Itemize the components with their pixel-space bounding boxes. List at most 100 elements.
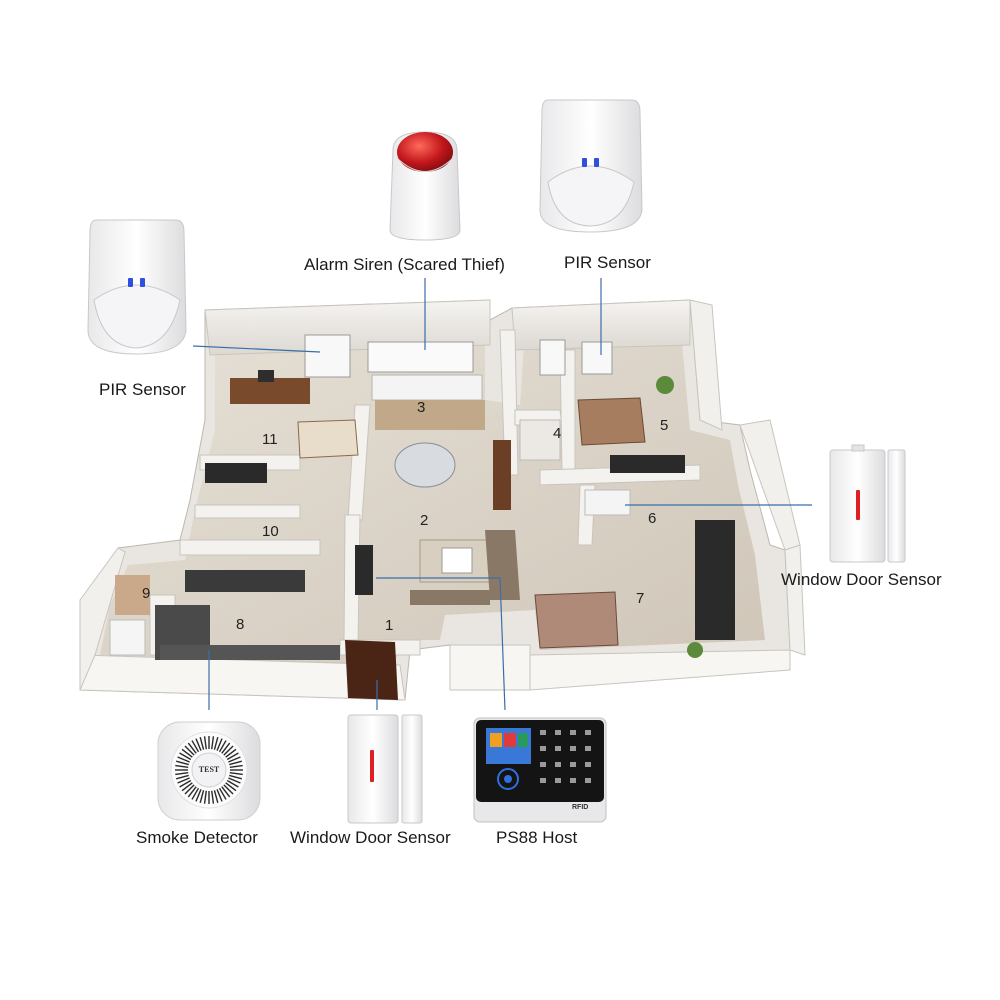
balcony-railing [371, 374, 483, 401]
left-wall [79, 547, 126, 691]
window-door-sensor-bottom-device [347, 714, 423, 824]
wardrobe-room-7 [695, 520, 735, 640]
back-wall-left [204, 299, 491, 356]
smoke-vent-slot [226, 752, 239, 761]
window-frame-right-a [539, 339, 566, 376]
right-wall [689, 299, 723, 431]
host-keypad-key [570, 746, 576, 751]
host-keypad-key [540, 762, 546, 767]
host-keypad-key [555, 746, 561, 751]
smoke-vent-slot [203, 736, 207, 750]
coffee-table [441, 547, 473, 574]
smoke-vent-slot [195, 789, 202, 802]
room-numbers: 1 2 3 4 5 6 7 8 9 10 11 [142, 399, 668, 634]
smoke-vent-slot [218, 740, 227, 753]
connector-lines [192, 278, 812, 711]
room-number-8: 8 [236, 616, 244, 633]
smoke-vent-slot [199, 736, 205, 750]
alarm-siren-device [389, 131, 461, 241]
window-door-sensor-right-device [829, 444, 906, 563]
smoke-vent-slot [229, 774, 243, 780]
smoke-vent-slot [229, 772, 243, 776]
smoke-vent-slot [229, 764, 243, 768]
label-pir-sensor-left: PIR Sensor [99, 380, 186, 399]
tv-cabinet [355, 545, 373, 595]
smoke-vent-slot [175, 760, 189, 766]
kitchen-counter-back [185, 570, 305, 592]
window-frame-right-b [581, 341, 613, 375]
smoke-vent-slot [175, 774, 189, 780]
monitor [258, 370, 274, 382]
host-keypad-key [540, 730, 546, 735]
smoke-vent-slot [175, 764, 189, 768]
smoke-vent-slot [199, 790, 205, 804]
room-number-5: 5 [660, 417, 668, 434]
bed-room-7 [534, 591, 619, 649]
label-ps88-host: PS88 Host [496, 828, 578, 847]
host-keypad-key [585, 762, 591, 767]
smoke-vent-slot [179, 752, 192, 761]
smoke-vent-slot [225, 782, 237, 792]
bath-room-6 [584, 489, 631, 516]
label-window-door-sensor-bottom: Window Door Sensor [290, 828, 451, 847]
cabinet-room-2 [493, 440, 511, 510]
room9-floor [115, 575, 150, 615]
label-pir-sensor-top: PIR Sensor [564, 253, 651, 272]
window-frame-siren [367, 341, 474, 373]
smoke-vent-slot [211, 790, 215, 804]
smoke-vent-slot [228, 777, 241, 784]
smoke-vent-slot [221, 786, 231, 798]
room3-rug [375, 400, 485, 430]
host-keypad-key [540, 746, 546, 751]
smoke-vent-slot [213, 736, 219, 750]
smoke-vent-slot [175, 772, 189, 776]
room-number-10: 10 [262, 523, 279, 540]
smoke-vent-slot [213, 790, 219, 804]
smoke-vent-slot [187, 742, 197, 754]
sofa-bottom [410, 590, 490, 605]
kitchen-counter-long [160, 645, 340, 660]
floorplan [79, 299, 806, 701]
right-wall-bottom [784, 544, 806, 656]
line-pir-left [192, 345, 321, 353]
host-keypad-key [585, 778, 591, 783]
smoke-vent-slot [218, 787, 227, 800]
room-number-3: 3 [417, 399, 425, 416]
room-number-4: 4 [553, 425, 561, 442]
label-window-door-sensor-right: Window Door Sensor [781, 570, 942, 589]
host-keypad-key [585, 746, 591, 751]
bed-room-5 [577, 397, 646, 446]
label-alarm-siren: Alarm Siren (Scared Thief) [304, 255, 505, 274]
smoke-vent-slot [179, 779, 192, 788]
room-number-9: 9 [142, 585, 150, 602]
room-number-1: 1 [385, 617, 393, 634]
front-door [345, 640, 398, 700]
room-number-7: 7 [636, 590, 644, 607]
smoke-vent-slot [225, 748, 237, 758]
host-keypad-key [570, 730, 576, 735]
smoke-vent-slot [177, 756, 190, 763]
smoke-vent-slot [223, 784, 234, 795]
sofa-right [485, 530, 520, 600]
smoke-vent-slot [184, 745, 195, 756]
front-wall-right [529, 649, 791, 691]
room-number-2: 2 [420, 512, 428, 529]
shelf-room-5 [610, 455, 685, 473]
smoke-vent-slot [216, 789, 223, 802]
host-keypad-key [555, 730, 561, 735]
room9-counter [109, 619, 146, 656]
ps88-host-device [473, 717, 607, 823]
smoke-vent-slot [221, 742, 231, 754]
smoke-test-button-label: TEST [198, 765, 220, 774]
dining-table [394, 442, 456, 488]
smoke-vent-slot [181, 748, 193, 758]
pir-sensor-left-device [87, 219, 187, 355]
smoke-vent-slot [229, 760, 243, 766]
pir-sensor-top-device [539, 99, 643, 233]
plant-b [687, 642, 703, 658]
smoke-vent-slot [187, 786, 197, 798]
smoke-vent-slot [228, 756, 241, 763]
room-number-11: 11 [262, 431, 278, 448]
